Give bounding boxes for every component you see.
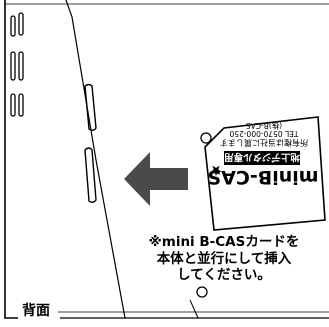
card-usage-banner [224,151,300,165]
device-inner-right-edge [189,299,199,319]
vent-slot [18,12,24,36]
card-phone: TEL 0570-000-250 [229,129,299,138]
card-brand: miniB-CAS [207,166,318,188]
screw-hole [196,286,208,298]
device-outer-edge [4,0,18,319]
screw-holes [196,132,212,298]
insertion-note-line-2: 本体と並行にして挿入 [156,250,292,267]
card-slot-upper [84,83,97,131]
card-rights-notice: 所有権は当社に属します [220,138,308,148]
vent-slot [18,93,24,117]
vent-slot [10,51,16,81]
vent-slot [18,51,24,81]
device-right-edge [65,0,126,319]
card-outline [204,116,326,231]
star-icon [210,165,222,176]
card-company: (株)B-CAS [246,121,283,131]
vent-slot [10,15,16,37]
mini-bcas-card: miniB-CAS 地上デジタル専用 所有権は当社に属します TEL 0570-… [204,116,326,231]
insertion-note: ※mini B-CASカードを 本体と並行にして挿入 してください。 [124,234,324,284]
insertion-note-line-3: してください。 [177,267,271,283]
back-label: 背面 [22,303,50,319]
card-slots [84,83,97,203]
screw-hole [200,132,212,144]
card-slot-lower [84,147,97,203]
device-body [4,0,329,319]
arrow-left-icon [124,152,188,206]
side-vents [10,12,24,117]
card-usage: 地上デジタル専用 [224,151,300,163]
insertion-note-line-1: ※mini B-CASカードを [148,234,300,250]
vent-slot [10,93,16,117]
